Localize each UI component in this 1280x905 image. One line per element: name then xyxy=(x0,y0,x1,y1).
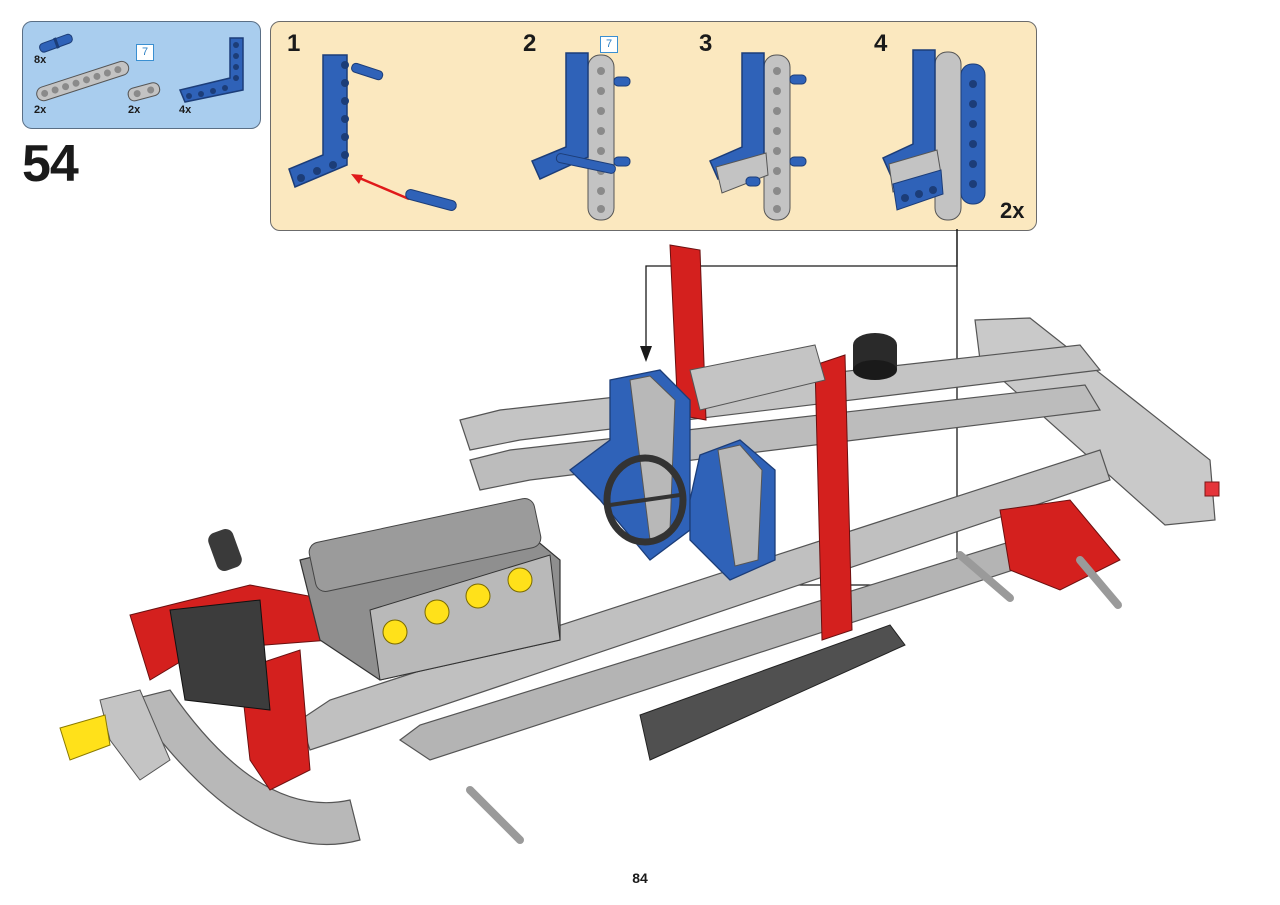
substep-1-number: 1 xyxy=(287,30,301,57)
step-number: 54 xyxy=(22,135,79,193)
qty-bent-beam: 4x xyxy=(179,104,192,116)
subassembly-callout: 1 2 7 3 4 2x xyxy=(270,21,1037,231)
qty-axle-pin: 8x xyxy=(34,54,47,66)
substep-3-number: 3 xyxy=(699,30,713,57)
parts-list-callout: 8x 7 2x 2x 4x xyxy=(22,21,261,129)
substep-2-illustration xyxy=(531,52,631,221)
page-number: 84 xyxy=(632,870,648,886)
substep-2-length-badge: 7 xyxy=(600,36,618,53)
axle-pin-icon xyxy=(39,33,73,53)
long-beam-icon xyxy=(36,60,130,102)
qty-long-beam: 2x xyxy=(34,104,47,116)
qty-short-beam: 2x xyxy=(128,104,141,116)
substep-3-illustration xyxy=(709,52,807,221)
substep-4-number: 4 xyxy=(874,30,888,57)
substep-2-number: 2 xyxy=(523,30,537,57)
short-beam-icon xyxy=(127,82,161,102)
substep-multiplier: 2x xyxy=(1000,198,1025,223)
substep-1-illustration xyxy=(288,54,457,211)
substep-4-illustration xyxy=(882,49,986,221)
length-badge: 7 xyxy=(136,44,154,61)
bent-beam-icon xyxy=(178,37,244,103)
